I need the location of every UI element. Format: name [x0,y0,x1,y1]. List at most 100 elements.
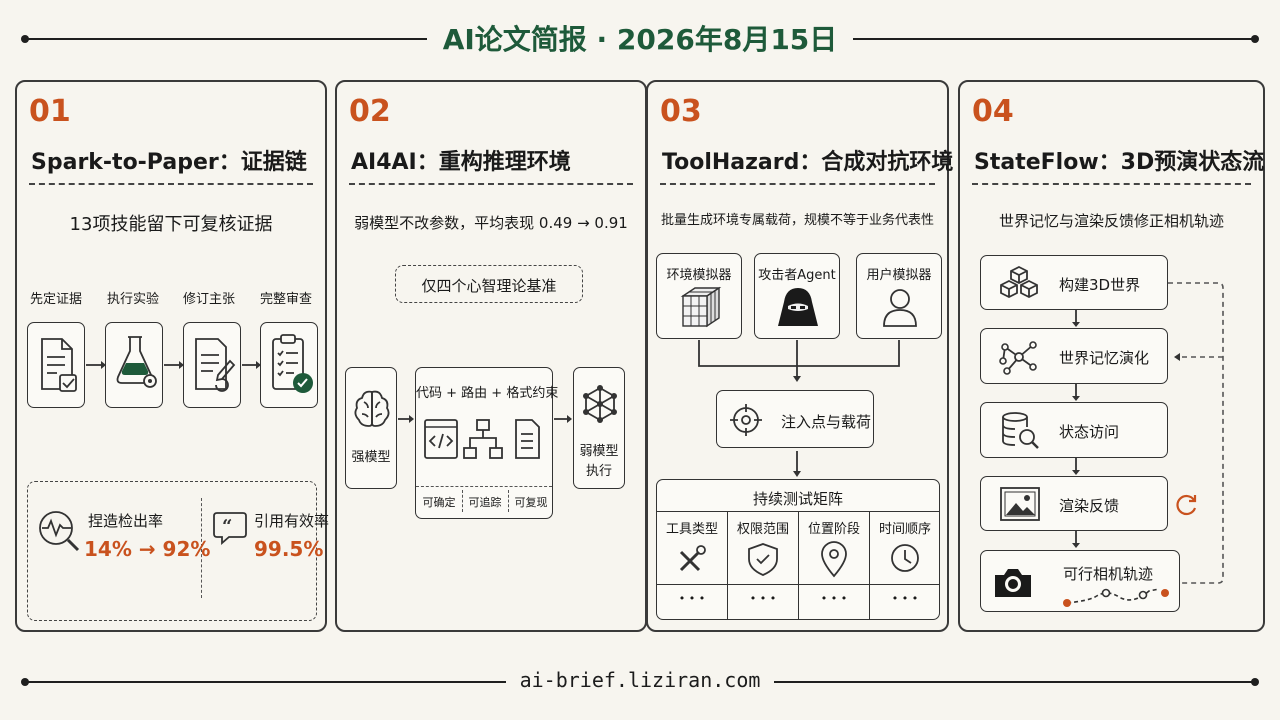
flow-step-label: 构建3D世界 [1059,276,1141,294]
flow-step: 构建3D世界 [980,255,1168,310]
weak-model-label: 弱模型 [579,444,619,459]
matrix-ellipsis: • • • [891,592,919,605]
pulse-magnifier-icon [39,511,80,552]
flow-step-label: 渲染反馈 [1059,497,1120,515]
constraint-card: 代码 + 路由 + 格式约束 可确定 可追踪 可复现 [415,367,559,519]
graph-nodes-icon [999,341,1037,375]
panel-subtitle: 弱模型不改参数，平均表现 0.49 → 0.91 [354,214,628,232]
source-label: 攻击者Agent [758,268,836,283]
flow-step: 渲染反馈 [980,476,1168,531]
flowchart-icon [463,419,503,459]
tools-icon [679,545,706,572]
panel-title: StateFlow：3D预演状态流 [974,150,1265,175]
cube-grid-icon [680,286,722,328]
brain-icon [354,390,390,427]
document-check-icon [41,338,77,392]
camera-icon [995,569,1031,597]
weak-model-label: 执行 [585,464,612,479]
divider [201,498,202,598]
constraint-tag: 可追踪 [468,496,502,509]
step-label: 执行实验 [106,292,159,307]
divider [972,183,1251,185]
flow-arrows [398,415,572,423]
panel-ai4ai: 02 AI4AI：重构推理环境 弱模型不改参数，平均表现 0.49 → 0.91… [335,80,647,632]
matrix-col-header: 工具类型 [665,522,718,537]
constraint-tag: 可确定 [422,496,456,509]
source-card: 用户模拟器 [856,253,942,339]
source-label: 用户模拟器 [866,268,932,283]
panel-stateflow: 04 StateFlow：3D预演状态流 世界记忆与渲染反馈修正相机轨迹 构建3… [958,80,1265,632]
source-card: 环境模拟器 [656,253,742,339]
page-title: AI论文简报 · 2026年8月15日 [426,23,854,56]
image-icon [1000,487,1040,521]
header-right-dot [1251,35,1259,43]
panel-title: Spark-to-Paper：证据链 [31,150,307,175]
matrix-col-header: 位置阶段 [807,522,860,537]
camera-trajectory [1063,588,1169,607]
panel-title: ToolHazard：合成对抗环境 [662,150,954,175]
step-card [27,322,85,408]
matrix-ellipsis: • • • [820,592,848,605]
user-icon [883,289,917,327]
location-pin-icon [821,541,847,578]
flow-step: 世界记忆演化 [980,328,1168,384]
panel-subtitle: 世界记忆与渲染反馈修正相机轨迹 [998,212,1224,230]
metrics-box: 捏造检出率 14% → 92% “ 引用有效率 99.5% [27,481,329,621]
code-window-icon [424,419,458,459]
svg-text:“: “ [222,516,232,537]
strong-model-label: 强模型 [351,450,391,465]
flow-step-label: 世界记忆演化 [1059,349,1150,367]
step-card [183,322,241,408]
constraint-tag: 可复现 [514,496,548,509]
weak-model-card: 弱模型 执行 [573,367,625,489]
divider [660,183,935,185]
step-card [260,322,318,408]
flow-step: 状态访问 [980,402,1168,458]
divider [29,183,313,185]
panel-toolhazard: 03 ToolHazard：合成对抗环境 批量生成环境专属载荷，规模不等于业务代… [646,80,953,632]
step-label: 先定证据 [29,292,82,307]
matrix-ellipsis: • • • [678,592,706,605]
flask-gear-icon [116,336,157,388]
flow-step: 可行相机轨迹 [980,550,1180,612]
divider [416,486,552,487]
panel-number: 04 [972,94,1014,129]
list-document-icon [515,419,540,459]
clipboard-check-icon [272,334,313,393]
step-label: 完整审查 [259,292,312,307]
metric-label: 引用有效率 [254,512,330,530]
panel-subtitle: 批量生成环境专属载荷，规模不等于业务代表性 [660,213,934,228]
shield-check-icon [748,543,778,576]
cubes-icon [1000,265,1038,299]
metric-value: 99.5% [254,537,324,561]
network-icon [583,385,617,423]
matrix-title: 持续测试矩阵 [752,490,843,508]
matrix-col-header: 权限范围 [736,522,789,537]
flow-arrows [1072,282,1224,584]
footer-url[interactable]: ai-brief.liziran.com [505,668,775,692]
clock-icon [891,544,919,572]
strong-model-card: 强模型 [345,367,397,489]
hacker-icon [778,288,818,326]
panel-subtitle: 13项技能留下可复核证据 [69,214,273,235]
step-label: 修订主张 [182,292,235,307]
inject-label: 注入点与载荷 [781,413,872,431]
matrix-ellipsis: • • • [749,592,777,605]
constraint-title: 代码 + 路由 + 格式约束 [416,386,559,401]
panel-title: AI4AI：重构推理环境 [351,150,571,175]
matrix-col-header: 时间顺序 [878,522,931,537]
inject-card: 注入点与载荷 [716,390,874,448]
flow-step-label: 可行相机轨迹 [1063,565,1154,583]
note-box: 仅四个心智理论基准 [395,265,583,303]
source-label: 环境模拟器 [666,268,732,283]
flow-step-label: 状态访问 [1059,423,1120,441]
step-card [105,322,163,408]
source-card: 攻击者Agent [754,253,840,339]
metric-value: 14% → 92% [84,537,211,561]
footer-right-dot [1251,678,1259,686]
flow-arrows [698,340,900,477]
target-icon [730,404,762,436]
test-matrix: 持续测试矩阵 工具类型 权限范围 位置阶段 时间顺序 [656,479,940,620]
document-edit-icon [195,338,236,392]
panel-number: 02 [349,94,391,129]
